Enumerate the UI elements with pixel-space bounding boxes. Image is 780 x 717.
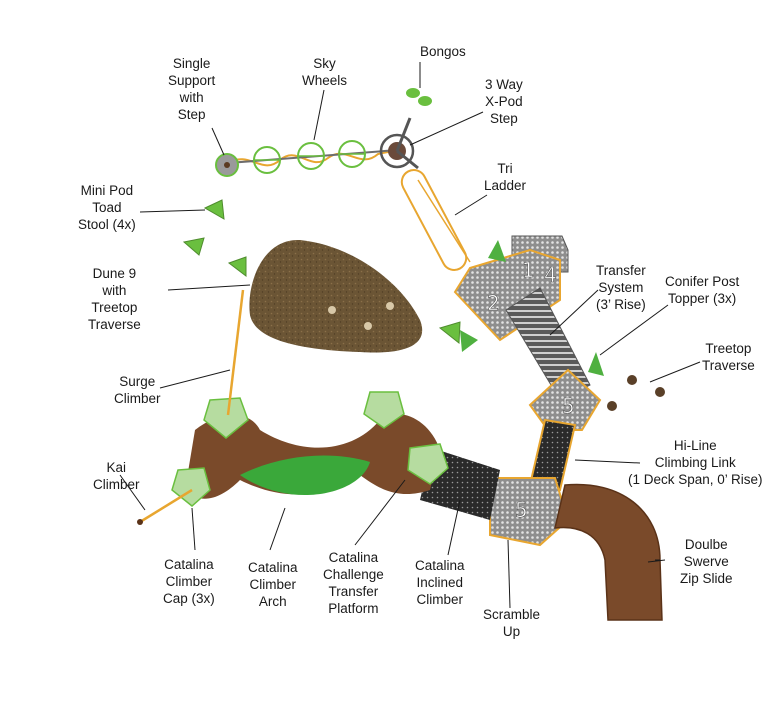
label-scramble-up: Scramble Up — [483, 607, 541, 639]
zip-slide — [554, 483, 663, 621]
label-conifer-post: Conifer Post Topper (3x) — [665, 274, 740, 306]
label-transfer-system: Transfer System (3’ Rise) — [596, 263, 646, 312]
treetop-traverse-stumps — [607, 375, 665, 411]
label-kai-climber: Kai Climber — [93, 460, 140, 492]
dune-9 — [249, 239, 423, 353]
catalina-arch — [171, 391, 449, 507]
leader-lines — [119, 62, 701, 609]
kai-climber — [137, 488, 193, 525]
label-x-pod-step: 3 Way X-Pod Step — [485, 77, 523, 126]
label-treetop-traverse: Treetop Traverse — [702, 341, 755, 373]
label-mini-pod: Mini Pod Toad Stool (4x) — [78, 183, 136, 232]
deck-number: 5 — [562, 394, 575, 418]
mini-pod-stools — [182, 199, 461, 344]
label-catalina-arch: Catalina Climber Arch — [248, 560, 298, 609]
label-catalina-cap: Catalina Climber Cap (3x) — [163, 557, 215, 606]
single-support-step — [215, 153, 239, 177]
label-dune: Dune 9 with Treetop Traverse — [88, 266, 141, 332]
label-catalina-inclined: Catalina Inclined Climber — [415, 558, 465, 607]
surge-climber — [226, 289, 245, 416]
deck-number: 1 — [522, 258, 535, 282]
label-bongos: Bongos — [420, 44, 466, 59]
deck-number: 2 — [487, 291, 500, 315]
sky-wheels — [227, 140, 399, 174]
conifer-post-toppers — [460, 240, 604, 376]
deck-number: 4 — [544, 263, 557, 287]
transfer-system: 1 4 2 5 — [453, 235, 602, 431]
label-sky-wheels: Sky Wheels — [302, 56, 348, 88]
x-pod-step — [379, 117, 419, 170]
label-surge-climber: Surge Climber — [114, 374, 161, 406]
scramble-deck: 5 — [489, 477, 570, 547]
label-catalina-platform: Catalina Challenge Transfer Platform — [323, 550, 384, 616]
label-tri-ladder: Tri Ladder — [484, 161, 527, 193]
bongos — [406, 88, 432, 106]
deck-number: 5 — [515, 498, 528, 522]
label-hi-line: Hi-Line Climbing Link (1 Deck Span, 0’ R… — [628, 438, 763, 487]
tri-ladder — [400, 169, 471, 271]
hi-line-link — [528, 418, 577, 492]
label-zip-slide: Doulbe Swerve Zip Slide — [680, 537, 733, 586]
label-single-support: Single Support with Step — [168, 56, 216, 122]
